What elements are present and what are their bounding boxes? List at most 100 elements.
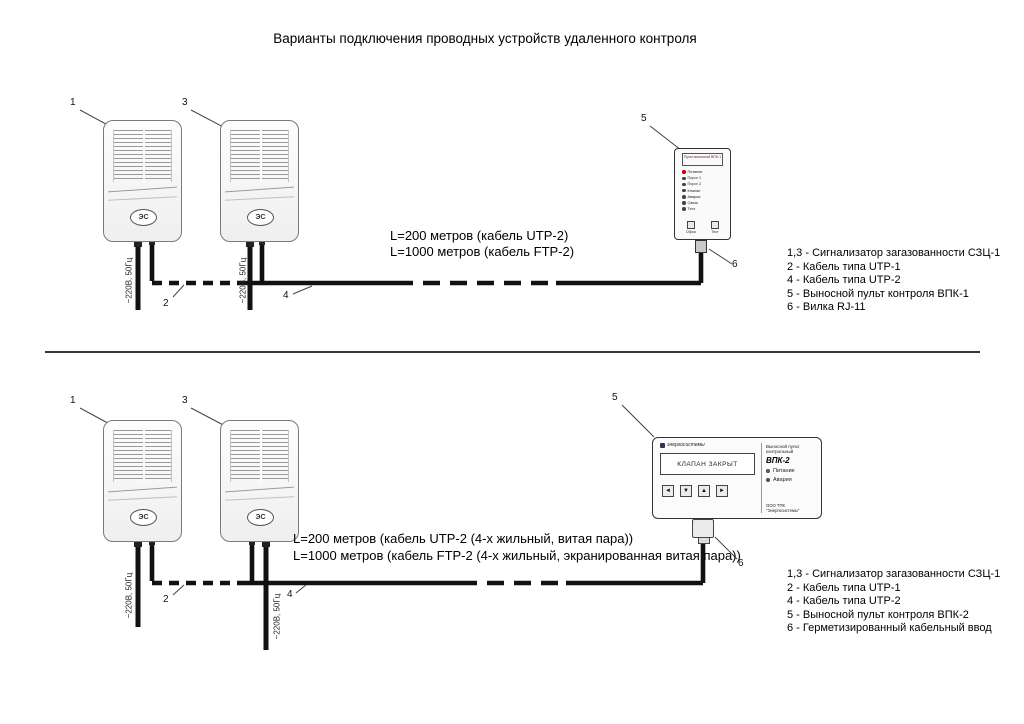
legend-line: 1,3 - Сигнализатор загазованности СЗЦ-1 bbox=[787, 247, 1001, 259]
power-plug bbox=[134, 538, 142, 547]
case-seam bbox=[225, 486, 294, 493]
led-indicator bbox=[682, 207, 686, 211]
panel-info-column: Выносной пульт контрольный ВПК-2 Питание… bbox=[766, 444, 817, 514]
led-indicator bbox=[682, 188, 686, 193]
alarm-led bbox=[766, 477, 770, 482]
callout-line bbox=[295, 584, 307, 594]
mains-voltage-label: ~220В, 50Гц bbox=[124, 572, 134, 619]
legend-line: 5 - Выносной пульт контроля ВПК-1 bbox=[787, 287, 969, 300]
device-logo-text: ЭС bbox=[138, 514, 149, 521]
remote-panel-vpk1: Пульт выносной ВПК-1 Питание Порог 1 Пор… bbox=[674, 148, 731, 240]
led-label: Питание bbox=[773, 467, 795, 474]
gas-detector-1: ЭС bbox=[103, 420, 182, 542]
lcd-text: КЛАПАН ЗАКРЫТ bbox=[677, 460, 738, 468]
led-row: Порог 1 bbox=[682, 175, 727, 181]
led-row: Авария bbox=[766, 477, 817, 483]
cable-utp2 bbox=[556, 252, 704, 286]
legend-top: 1,3 - Сигнализатор загазованности СЗЦ-1 … bbox=[787, 247, 1000, 315]
led-column: Питание Порог 1 Порог 2 Клапан Авария Св… bbox=[682, 169, 727, 212]
legend-line: 4 - Кабель типа UTP-2 bbox=[787, 274, 901, 287]
cable-gland bbox=[692, 519, 714, 544]
rj11-plug bbox=[695, 240, 707, 253]
callout-number-6: 6 bbox=[738, 558, 744, 569]
led-label: Порог 1 bbox=[687, 176, 702, 181]
vent-grille bbox=[230, 430, 289, 482]
cable-length-label-utp: L=200 метров (кабель UTP-2) bbox=[390, 228, 569, 243]
gas-detector-2: ЭС bbox=[220, 120, 299, 242]
mains-voltage-label: ~220В, 50Гц bbox=[124, 257, 134, 304]
led-row: Питание bbox=[766, 468, 817, 474]
arrow-right-button: ► bbox=[716, 485, 728, 497]
led-indicator bbox=[682, 170, 686, 174]
brand-logo-icon bbox=[660, 442, 665, 448]
callout-line bbox=[714, 536, 738, 560]
legend-line: 2 - Кабель типа UTP-1 bbox=[787, 260, 901, 273]
vent-grille bbox=[113, 130, 172, 182]
led-row: Питание bbox=[682, 169, 727, 175]
callout-line bbox=[172, 584, 185, 596]
device-logo-text: ЭС bbox=[138, 214, 149, 221]
button-face bbox=[711, 221, 719, 229]
brand-label: энергосистемы bbox=[667, 442, 705, 448]
led-row: Клапан bbox=[682, 188, 727, 194]
panel-buttons: Сброс Тест bbox=[686, 221, 719, 234]
arrow-up-button: ▲ bbox=[698, 485, 710, 497]
case-seam bbox=[108, 486, 177, 493]
manufacturer-label: ООО ТПК "Энергосистемы" bbox=[766, 503, 800, 514]
callout-number-3: 3 bbox=[182, 97, 188, 108]
led-label: Порог 2 bbox=[687, 182, 702, 187]
legend-line: 6 - Вилка RJ-11 bbox=[787, 301, 866, 314]
case-seam bbox=[225, 196, 294, 201]
legend-line: 5 - Выносной пульт контроля ВПК-2 bbox=[787, 608, 969, 621]
diagram-title: Варианты подключения проводных устройств… bbox=[273, 31, 697, 46]
led-row: Тест bbox=[682, 206, 727, 212]
callout-number-5: 5 bbox=[612, 392, 618, 403]
arrow-down-button: ▼ bbox=[680, 485, 692, 497]
callout-number-6: 6 bbox=[732, 259, 738, 270]
callout-number-2: 2 bbox=[163, 594, 169, 605]
legend-line: 6 - Герметизированный кабельный ввод bbox=[787, 622, 992, 635]
gas-detector-1: ЭС bbox=[103, 120, 182, 242]
callout-number-1: 1 bbox=[70, 395, 76, 406]
panel-header-label: Пульт выносной ВПК-1 bbox=[682, 153, 723, 166]
device-logo-text: ЭС bbox=[255, 214, 266, 221]
led-indicator bbox=[682, 195, 686, 199]
panel-button-reset: Сброс bbox=[686, 221, 696, 234]
legend-line: 2 - Кабель типа UTP-1 bbox=[787, 581, 901, 594]
led-label: Связь bbox=[687, 201, 699, 206]
cable-length-label-ftp: L=1000 метров (кабель FTP-2 (4-х жильный… bbox=[293, 548, 741, 563]
led-label: Питание bbox=[687, 170, 703, 175]
device-logo: ЭС bbox=[130, 209, 157, 226]
power-led bbox=[766, 468, 770, 473]
callout-number-3: 3 bbox=[182, 395, 188, 406]
case-seam bbox=[108, 196, 177, 201]
button-label: Сброс bbox=[686, 230, 697, 234]
case-seam bbox=[225, 186, 294, 193]
led-label: Авария bbox=[687, 194, 701, 199]
case-seam bbox=[108, 186, 177, 193]
callout-line bbox=[708, 248, 733, 265]
panel-button-test: Тест bbox=[711, 221, 719, 234]
callout-number-1: 1 bbox=[70, 97, 76, 108]
cable-utp2 bbox=[566, 542, 706, 586]
led-label: Тест bbox=[687, 207, 696, 212]
vent-grille bbox=[113, 430, 172, 482]
callout-number-4: 4 bbox=[283, 290, 289, 301]
mains-voltage-label: ~220В, 50Гц bbox=[238, 257, 248, 304]
lcd-display: КЛАПАН ЗАКРЫТ bbox=[660, 453, 755, 475]
gas-detector-2: ЭС bbox=[220, 420, 299, 542]
callout-line bbox=[621, 404, 655, 438]
cable-length-label-utp: L=200 метров (кабель UTP-2 (4-х жильный,… bbox=[293, 531, 634, 546]
panel-divider bbox=[761, 443, 762, 513]
cable-length-label-ftp: L=1000 метров (кабель FTP-2) bbox=[390, 244, 575, 259]
device-logo: ЭС bbox=[247, 509, 274, 526]
legend-bottom: 1,3 - Сигнализатор загазованности СЗЦ-1 … bbox=[787, 568, 1000, 636]
device-logo-text: ЭС bbox=[255, 514, 266, 521]
led-indicator bbox=[682, 201, 686, 205]
case-seam bbox=[108, 496, 177, 501]
panel-type-label: Выносной пульт контрольный bbox=[766, 444, 800, 455]
power-plug bbox=[134, 238, 142, 247]
led-row: Порог 2 bbox=[682, 181, 727, 187]
